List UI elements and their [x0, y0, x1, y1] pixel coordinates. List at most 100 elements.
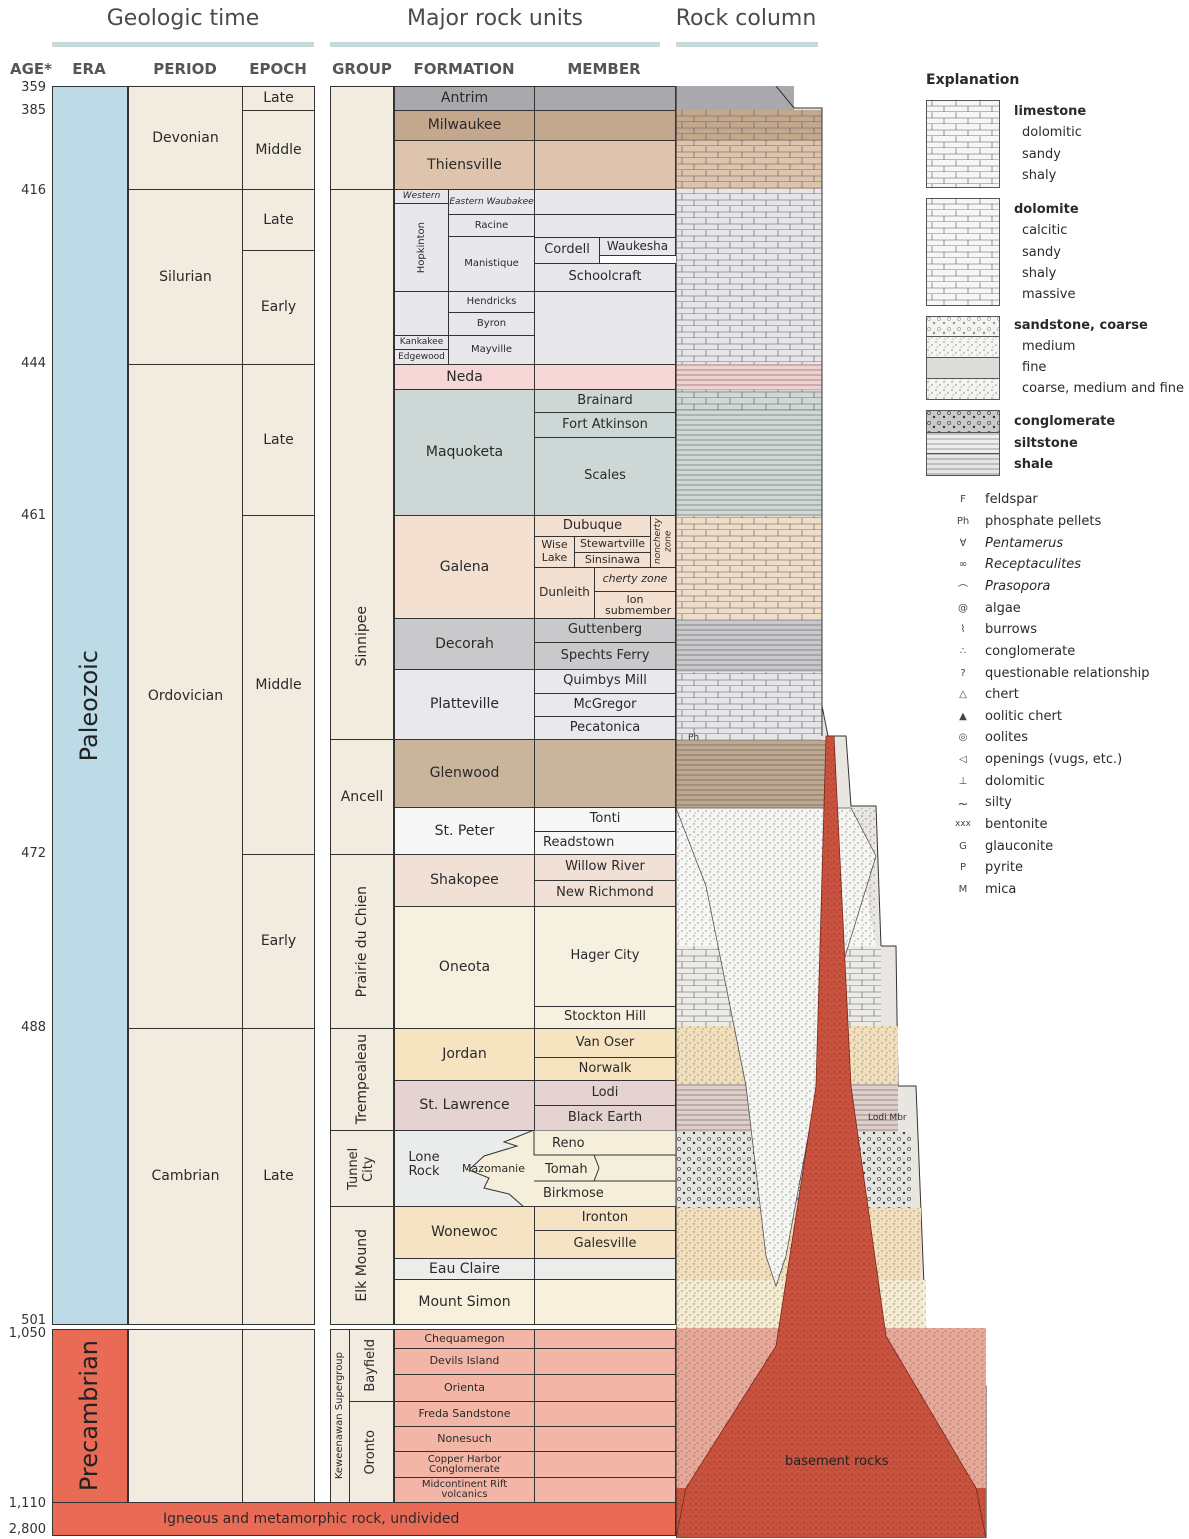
member-new-richmond: New Richmond	[534, 880, 676, 907]
formation-label: Wonewoc	[431, 1224, 498, 1240]
formation-byron: Byron	[448, 312, 535, 336]
formation-glenwood: Glenwood	[394, 739, 535, 808]
symbol-label: Prasopora	[985, 579, 1050, 594]
ph-label: Ph	[688, 733, 699, 743]
formation-label: Nonesuch	[437, 1433, 491, 1446]
header-period: PERIOD	[128, 60, 242, 78]
legend-dolomite-sub: sandy	[1022, 245, 1061, 260]
member-label: Sinsinawa	[585, 554, 640, 567]
formation-label: Devils Island	[430, 1355, 500, 1368]
member-label: Willow River	[565, 860, 645, 875]
member-label: Van Oser	[576, 1036, 635, 1051]
formation-midcontinent: Midcontinent Rift volcanics	[394, 1477, 535, 1503]
section-geologic-time: Geologic time	[52, 6, 314, 31]
formation-label: St. Peter	[435, 823, 495, 839]
formation-chequamegon: Chequamegon	[394, 1329, 535, 1349]
pentamerus-icon: ∀	[955, 538, 971, 549]
formation-label: Galena	[440, 559, 489, 575]
period-silurian-label: Silurian	[159, 269, 212, 285]
formation-western: Western	[394, 189, 449, 204]
group-keweenawan-label: Keweenawan Supergroup	[334, 1352, 346, 1479]
member-galesville: Galesville	[534, 1230, 676, 1259]
basement-rocks-label: basement rocks	[785, 1454, 889, 1469]
formation-label: Neda	[446, 369, 483, 385]
legend-sandstone-sub: medium	[1022, 339, 1075, 354]
member-label: noncherty zone	[653, 516, 674, 567]
member-lodi: Lodi	[534, 1080, 676, 1106]
period-cambrian: Cambrian	[128, 1028, 243, 1325]
member-antrim-blank	[534, 86, 676, 111]
member-scales: Scales	[534, 437, 676, 516]
member-label: Black Earth	[568, 1111, 642, 1126]
group-devonian	[330, 86, 394, 190]
epoch-dev-middle: Middle	[242, 110, 315, 190]
member-label: Readstown	[543, 836, 614, 851]
member-sinsinawa: Sinsinawa	[574, 552, 651, 568]
member-tonti: Tonti	[534, 807, 676, 832]
member-tomah: Tomah	[545, 1162, 588, 1177]
formation-mount-simon: Mount Simon	[394, 1279, 535, 1325]
formation-label: Maquoketa	[426, 444, 503, 460]
formation-label: Chequamegon	[424, 1333, 504, 1346]
epoch-ord-late: Late	[242, 364, 315, 516]
formation-label: Shakopee	[430, 872, 499, 888]
member-label: Cordell	[544, 243, 590, 258]
epoch-ord-early: Early	[242, 854, 315, 1029]
formation-antrim: Antrim	[394, 86, 535, 111]
member-label: Spechts Ferry	[561, 649, 650, 664]
member-precambrian-4	[534, 1401, 676, 1427]
group-bayfield-label: Bayfield	[364, 1339, 379, 1392]
conglomerate-icon: ∴	[955, 646, 971, 657]
group-sinnipee-label: Sinnipee	[354, 606, 370, 667]
epoch-label: Early	[261, 299, 296, 315]
symbol-label: pyrite	[985, 860, 1023, 875]
section-rock-column: Rock column	[672, 6, 820, 31]
member-label: Galesville	[574, 1237, 637, 1252]
epoch-label: Late	[263, 212, 293, 228]
legend-limestone-swatch	[926, 100, 1000, 188]
formation-label: Racine	[475, 220, 509, 232]
symbol-label: burrows	[985, 622, 1037, 637]
member-schoolcraft: Schoolcraft	[534, 263, 676, 292]
formation-label: Antrim	[441, 90, 488, 106]
member-noncherty-zone: noncherty zone	[650, 515, 676, 568]
legend-dolomite: dolomite	[1014, 202, 1079, 217]
member-wise-lake: Wise Lake	[534, 536, 575, 568]
lodi-mbr-label: Lodi Mbr	[868, 1113, 907, 1123]
formation-copper-harbor: Copper Harbor Conglomerate	[394, 1451, 535, 1478]
member-silurian-top	[534, 189, 676, 215]
symbol-label: oolites	[985, 730, 1028, 745]
symbol-label: feldspar	[985, 492, 1038, 507]
legend-shale: shale	[1014, 457, 1053, 472]
member-stewartville: Stewartville	[574, 536, 651, 553]
oolites-icon: ◎	[955, 732, 971, 743]
formation-label: Hendricks	[467, 296, 517, 308]
formation-shakopee: Shakopee	[394, 854, 535, 907]
formation-label: Decorah	[435, 636, 494, 652]
formation-eau-claire: Eau Claire	[394, 1258, 535, 1280]
symbol-label: questionable relationship	[985, 666, 1150, 681]
member-label: cherty zone	[603, 573, 668, 586]
member-label: Pecatonica	[570, 721, 641, 736]
member-precambrian-1	[534, 1329, 676, 1349]
formation-label: Thiensville	[427, 157, 502, 173]
member-label: Stewartville	[580, 538, 645, 551]
legend-limestone: limestone	[1014, 104, 1086, 119]
member-label: Ion submember	[605, 594, 665, 616]
period-devonian: Devonian	[128, 86, 243, 190]
member-silurian-blank	[534, 291, 676, 365]
group-tunnel-city: Tunnel City	[330, 1130, 394, 1207]
formation-label: St. Lawrence	[419, 1097, 509, 1113]
member-precambrian-2	[534, 1348, 676, 1375]
age-label: 385	[0, 103, 46, 118]
member-precambrian-3	[534, 1374, 676, 1402]
age-label: 461	[0, 508, 46, 523]
formation-lone-rock: Lone Rock	[402, 1151, 446, 1180]
member-label: Lodi	[592, 1086, 619, 1101]
member-readstown: Readstown	[534, 831, 676, 855]
legend-sandstone-swatch	[926, 316, 1000, 400]
period-ordovician-label: Ordovician	[148, 688, 223, 704]
epoch-dev-late: Late	[242, 86, 315, 111]
header-era: ERA	[58, 60, 120, 78]
group-ancell: Ancell	[330, 739, 394, 855]
